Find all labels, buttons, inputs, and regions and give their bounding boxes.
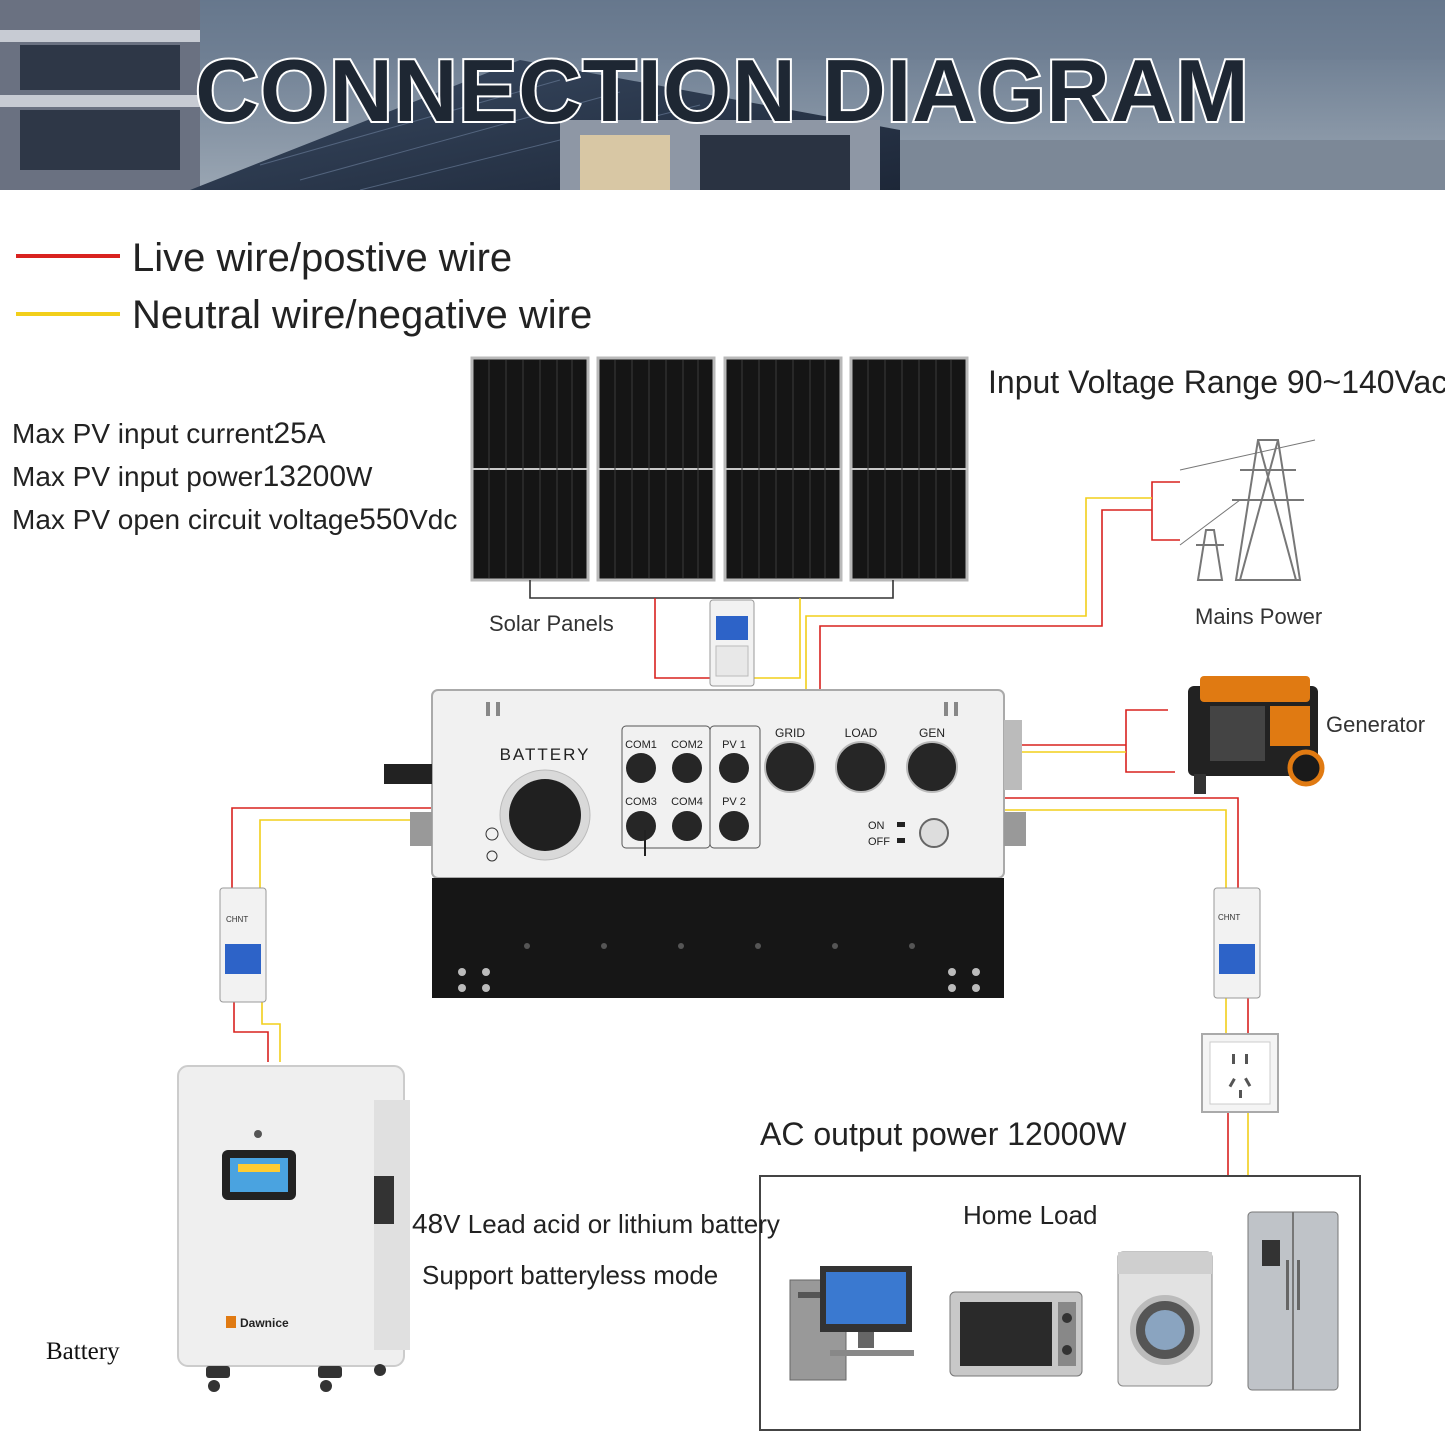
- wall-socket: [1201, 1033, 1279, 1113]
- banner-title: CONNECTION DIAGRAM: [193, 39, 1250, 142]
- port-gen-label: GEN: [919, 726, 945, 740]
- ac-output-label: AC output power: [760, 1116, 999, 1152]
- battery-breaker-brand: CHNT: [226, 915, 248, 924]
- refrigerator-icon: [1247, 1211, 1339, 1391]
- pv-power-unit: W: [346, 461, 373, 492]
- pv-power-label: Max PV input power: [12, 461, 263, 492]
- toaster-oven-icon: [949, 1291, 1083, 1377]
- computer-icon: [789, 1266, 914, 1381]
- mains-power-label: Mains Power: [1195, 604, 1323, 629]
- generator-label: Generator: [1326, 712, 1426, 737]
- battery-breaker: CHNT: [219, 887, 267, 1003]
- port-pv2-label: PV 2: [722, 796, 746, 808]
- pv-current-value: 25: [273, 417, 307, 450]
- solar-panels: [470, 356, 969, 582]
- dc-breaker: [709, 599, 755, 687]
- port-load-label: LOAD: [845, 726, 878, 740]
- input-voltage-spec: Input Voltage Range 90~140Vac: [988, 364, 1445, 401]
- inverter: BATTERY COM1 COM2 PV 1 COM3 COM4 PV 2 GR…: [384, 689, 1026, 998]
- port-com3-label: COM3: [625, 796, 657, 808]
- battery-brand: Dawnice: [240, 1316, 289, 1330]
- battery-voltage-unit: V: [443, 1209, 461, 1239]
- banner-house-photo: [0, 0, 1445, 190]
- power-tower-icon: [1179, 439, 1316, 581]
- home-load-label: Home Load: [963, 1200, 1098, 1230]
- input-voltage-label: Input Voltage Range: [988, 364, 1279, 400]
- ac-output-value: 12000: [1007, 1116, 1097, 1152]
- pv-current-label: Max PV input current: [12, 418, 274, 449]
- switch-on-label: ON: [868, 820, 885, 832]
- solar-panels-label: Solar Panels: [489, 611, 614, 636]
- input-voltage-value: 90~140: [1286, 364, 1395, 400]
- live-wire-swatch: [16, 254, 120, 258]
- ac-breaker-brand: CHNT: [1218, 913, 1240, 922]
- pv-voltage-spec: Max PV open circuit voltage550Vdc: [12, 503, 457, 537]
- ac-output-unit: W: [1096, 1116, 1127, 1152]
- port-com4-label: COM4: [671, 796, 703, 808]
- banner: CONNECTION DIAGRAM: [0, 0, 1445, 190]
- pv-power-value: 13200: [262, 460, 347, 493]
- battery-voltage-spec: 48V Lead acid or lithium battery: [412, 1208, 780, 1240]
- ac-breaker: CHNT: [1213, 887, 1261, 999]
- port-com2-label: COM2: [671, 739, 703, 751]
- pv-power-spec: Max PV input power13200W: [12, 460, 372, 494]
- ac-output-spec: AC output power 12000W: [760, 1116, 1126, 1153]
- battery-label: Battery: [46, 1338, 120, 1365]
- port-grid-label: GRID: [775, 726, 805, 740]
- pv-voltage-label: Max PV open circuit voltage: [12, 504, 360, 535]
- input-voltage-unit: Vac: [1394, 364, 1445, 400]
- pv-voltage-value: 550: [359, 503, 410, 536]
- generator-icon: [1188, 676, 1325, 794]
- port-pv1-label: PV 1: [722, 739, 746, 751]
- battery-unit: Dawnice: [177, 1065, 410, 1392]
- switch-off-label: OFF: [868, 836, 890, 848]
- batteryless-mode-label: Support batteryless mode: [422, 1260, 719, 1290]
- pv-voltage-unit: Vdc: [409, 504, 458, 535]
- neutral-wire-label: Neutral wire/negative wire: [132, 293, 593, 337]
- battery-type-label: Lead acid or lithium battery: [467, 1209, 780, 1239]
- battery-voltage-value: 48: [412, 1208, 444, 1239]
- pv-current-spec: Max PV input current25A: [12, 417, 326, 451]
- live-wire-label: Live wire/postive wire: [132, 236, 513, 280]
- washing-machine-icon: [1117, 1251, 1213, 1387]
- battery-port-label: BATTERY: [500, 745, 591, 764]
- neutral-wire-swatch: [16, 312, 120, 316]
- pv-current-unit: A: [306, 418, 326, 449]
- port-com1-label: COM1: [625, 739, 657, 751]
